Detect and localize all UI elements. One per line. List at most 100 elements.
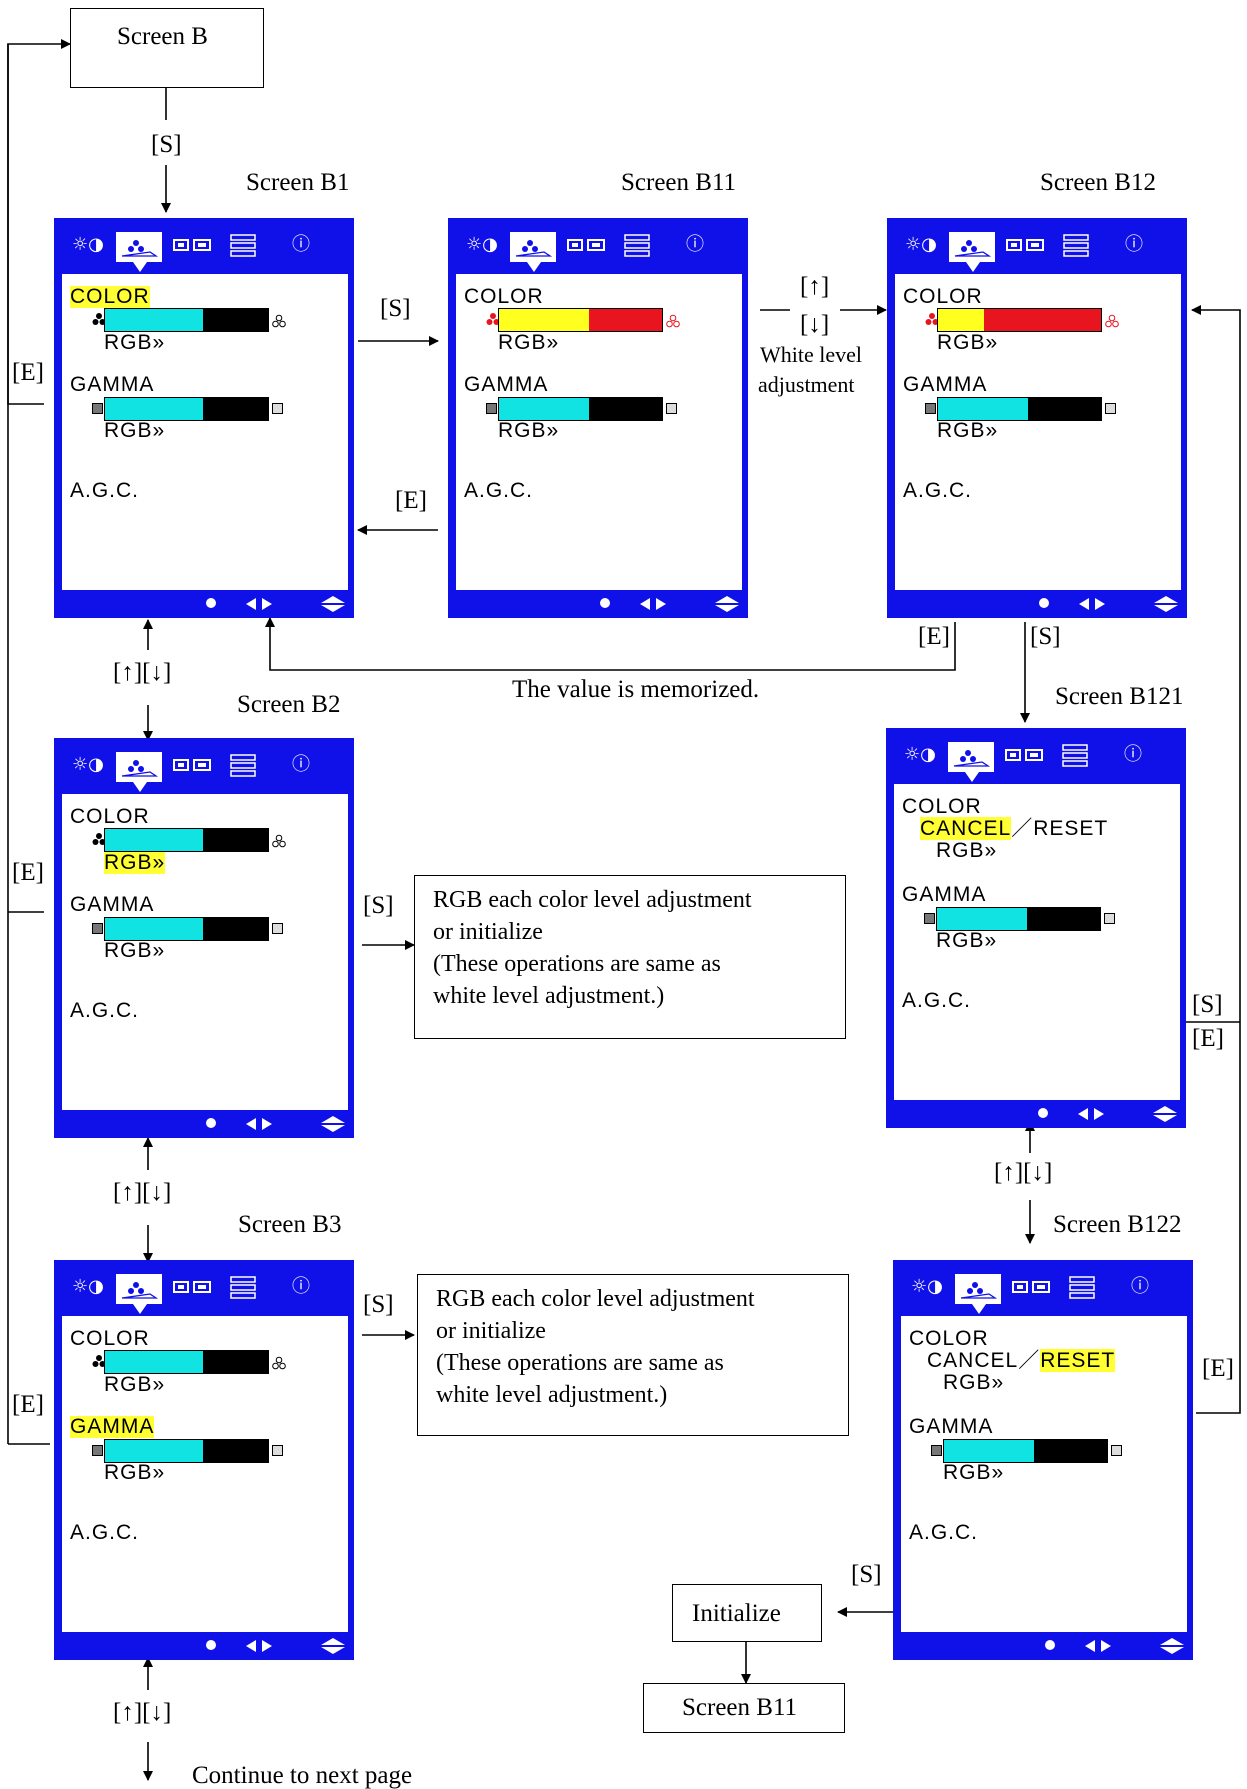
agc-menu-item[interactable]: A.G.C. <box>902 989 972 1012</box>
info-tab-icon[interactable]: ⓘ <box>1124 744 1142 765</box>
rgb-submenu-item[interactable]: RGB» <box>936 929 998 952</box>
rgb-submenu-item[interactable]: RGB» <box>498 331 560 354</box>
brightness-tab-icon[interactable]: ☼◑ <box>466 234 498 255</box>
gamma-menu-item[interactable]: GAMMA <box>909 1415 994 1438</box>
rgb-submenu-item[interactable]: RGB» <box>943 1371 1005 1394</box>
level-slider[interactable] <box>104 828 269 852</box>
size-tab-icon[interactable] <box>1011 1278 1053 1298</box>
initialize-box[interactable]: Initialize <box>672 1584 822 1642</box>
level-slider[interactable] <box>104 1350 269 1374</box>
gamma-menu-item[interactable]: GAMMA <box>70 373 155 396</box>
gamma-menu-item[interactable]: GAMMA <box>902 883 987 906</box>
agc-menu-item[interactable]: A.G.C. <box>909 1521 979 1544</box>
info-tab-icon[interactable]: ⓘ <box>292 1276 310 1297</box>
color-menu-item[interactable]: COLOR <box>909 1327 989 1350</box>
color-menu-item[interactable]: COLOR <box>464 285 544 308</box>
left-right-arrows-icon <box>246 1118 272 1130</box>
level-slider[interactable] <box>936 907 1101 931</box>
level-slider[interactable] <box>104 917 269 941</box>
screen-b-box[interactable]: Screen B <box>70 8 264 88</box>
rgb-submenu-item[interactable]: RGB» <box>104 1461 166 1484</box>
info-tab-icon[interactable]: ⓘ <box>686 234 704 255</box>
gamma-menu-item[interactable]: GAMMA <box>70 1415 155 1438</box>
agc-menu-item[interactable]: A.G.C. <box>903 479 973 502</box>
reset-option[interactable]: RESET <box>1040 1349 1116 1372</box>
rgb-submenu-item[interactable]: RGB» <box>104 419 166 442</box>
settings-tab-icon[interactable] <box>228 232 258 258</box>
screen-b11-target-box[interactable]: Screen B11 <box>643 1683 845 1733</box>
s-label: [S] <box>380 295 411 322</box>
info-tab-icon[interactable]: ⓘ <box>1131 1276 1149 1297</box>
gamma-menu-item[interactable]: GAMMA <box>70 893 155 916</box>
rgb-submenu-item[interactable]: RGB» <box>936 839 998 862</box>
color-tab-icon <box>121 1282 159 1299</box>
gamma-menu-item[interactable]: GAMMA <box>464 373 549 396</box>
note-line: or initialize <box>436 1318 546 1344</box>
level-slider[interactable] <box>943 1439 1108 1463</box>
color-menu-item[interactable]: COLOR <box>70 1327 150 1350</box>
color-menu-item[interactable]: COLOR <box>903 285 983 308</box>
color-menu-item[interactable]: COLOR <box>70 285 150 308</box>
settings-tab-icon[interactable] <box>1060 742 1090 768</box>
rgb-submenu-item[interactable]: RGB» <box>104 331 166 354</box>
agc-menu-item[interactable]: A.G.C. <box>70 479 140 502</box>
size-tab-icon[interactable] <box>566 236 608 256</box>
level-slider[interactable] <box>937 308 1102 332</box>
settings-tab-icon[interactable] <box>622 232 652 258</box>
rgb-submenu-item[interactable]: RGB» <box>104 851 166 874</box>
brightness-tab-icon[interactable]: ☼◑ <box>905 234 937 255</box>
level-slider[interactable] <box>104 308 269 332</box>
level-slider[interactable] <box>498 308 663 332</box>
settings-tab-icon[interactable] <box>228 752 258 778</box>
reset-option[interactable]: RESET <box>1033 817 1109 840</box>
rgb-submenu-item[interactable]: RGB» <box>104 939 166 962</box>
size-tab-icon[interactable] <box>1005 236 1047 256</box>
agc-menu-item[interactable]: A.G.C. <box>70 999 140 1022</box>
color-tab-selected[interactable] <box>955 1274 1001 1314</box>
cancel-option[interactable]: CANCEL <box>920 817 1012 840</box>
agc-menu-item[interactable]: A.G.C. <box>70 1521 140 1544</box>
brightness-tab-icon[interactable]: ☼◑ <box>911 1276 943 1297</box>
cancel-option[interactable]: CANCEL <box>927 1349 1019 1372</box>
color-tab-selected[interactable] <box>116 232 162 272</box>
info-tab-icon[interactable]: ⓘ <box>292 754 310 775</box>
agc-menu-item[interactable]: A.G.C. <box>464 479 534 502</box>
size-tab-icon[interactable] <box>172 1278 214 1298</box>
rgb-submenu-item[interactable]: RGB» <box>104 1373 166 1396</box>
color-tab-selected[interactable] <box>116 1274 162 1314</box>
color-tab-selected[interactable] <box>510 232 556 272</box>
gamma-max-icon <box>1105 403 1116 414</box>
info-tab-icon[interactable]: ⓘ <box>292 234 310 255</box>
brightness-tab-icon[interactable]: ☼◑ <box>904 744 936 765</box>
level-slider[interactable] <box>104 1439 269 1463</box>
rgb-submenu-item[interactable]: RGB» <box>943 1461 1005 1484</box>
rgb-submenu-item[interactable]: RGB» <box>937 419 999 442</box>
e-label: [E] <box>12 859 44 886</box>
color-tab-selected[interactable] <box>949 232 995 272</box>
color-menu-item[interactable]: COLOR <box>902 795 982 818</box>
color-tab-selected[interactable] <box>948 742 994 782</box>
info-tab-icon[interactable]: ⓘ <box>1125 234 1143 255</box>
size-tab-icon[interactable] <box>1004 746 1046 766</box>
level-slider[interactable] <box>498 397 663 421</box>
level-slider[interactable] <box>104 397 269 421</box>
color-menu-item[interactable]: COLOR <box>70 805 150 828</box>
size-tab-icon[interactable] <box>172 756 214 776</box>
level-slider[interactable] <box>937 397 1102 421</box>
settings-tab-icon[interactable] <box>228 1274 258 1300</box>
down-label: [↓] <box>800 311 830 338</box>
brightness-tab-icon[interactable]: ☼◑ <box>72 234 104 255</box>
osd-tab-bar: ☼◑ ⓘ <box>448 218 748 274</box>
e-label: [E] <box>12 1391 44 1418</box>
brightness-tab-icon[interactable]: ☼◑ <box>72 1276 104 1297</box>
gamma-menu-item[interactable]: GAMMA <box>903 373 988 396</box>
settings-tab-icon[interactable] <box>1061 232 1091 258</box>
color-tab-selected[interactable] <box>116 752 162 792</box>
rgb-submenu-item[interactable]: RGB» <box>498 419 560 442</box>
up-down-arrows-icon <box>1154 596 1178 612</box>
rgb-submenu-item[interactable]: RGB» <box>937 331 999 354</box>
slash-label: ／ <box>1018 1349 1041 1372</box>
size-tab-icon[interactable] <box>172 236 214 256</box>
settings-tab-icon[interactable] <box>1067 1274 1097 1300</box>
brightness-tab-icon[interactable]: ☼◑ <box>72 754 104 775</box>
